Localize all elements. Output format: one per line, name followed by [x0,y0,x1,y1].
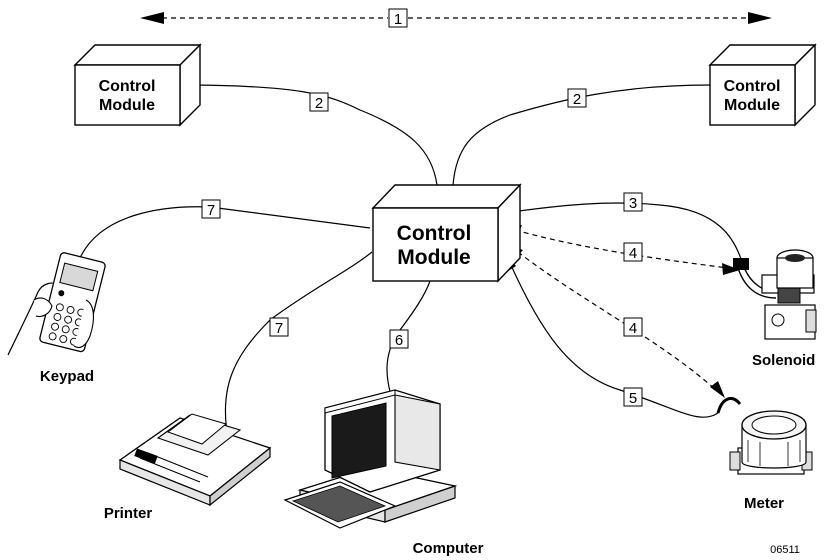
keypad-icon [7,252,106,356]
callout-number: 2 [573,91,581,108]
module-title-line1: Control [724,78,781,95]
callout-3: 3 [623,192,643,212]
callout-number: 2 [315,95,323,112]
module-title-line1: Control [99,78,156,95]
computer-icon [283,389,458,529]
callout-6: 6 [389,329,409,349]
printer-label: Printer [104,505,153,522]
callout-7-printer: 7 [269,317,289,337]
range-arrow [140,12,772,24]
meter-label: Meter [744,495,784,512]
cable-solenoid-4 [514,229,729,269]
callout-5: 5 [623,387,643,407]
callout-4-meter: 4 [623,317,643,337]
module-title-line2: Module [99,97,155,114]
callout-number: 5 [629,390,637,407]
module-title-line2: Module [397,246,471,269]
callout-7-keypad: 7 [201,199,221,219]
control-module-left: Control Module [73,43,202,127]
control-module-center: Control Module [371,183,522,283]
callout-2-left: 2 [309,92,329,112]
callout-number: 6 [395,332,403,349]
callout-number: 4 [629,320,637,337]
solenoid-icon [733,249,817,340]
callout-1: 1 [388,8,408,28]
callout-2-right: 2 [567,88,587,108]
keypad-label: Keypad [40,368,94,385]
callout-number: 1 [394,11,402,28]
cable-meter-5 [509,262,719,418]
callout-4-solenoid: 4 [623,242,643,262]
cable-meter-4 [517,251,717,391]
figure-number: 06511 [770,544,800,556]
cable-solenoid-3 [504,202,743,263]
cable-right-module [452,84,711,186]
meter-icon [716,397,813,475]
module-title-line1: Control [397,222,472,245]
module-title-line2: Module [724,97,780,114]
printer-icon [118,413,272,507]
computer-label: Computer [413,540,484,557]
cable-keypad [79,206,371,259]
solenoid-label: Solenoid [752,352,815,369]
control-module-right: Control Module [708,43,817,127]
cable-left-module [179,84,438,186]
callout-number: 7 [207,202,215,219]
callout-number: 7 [275,320,283,337]
callout-number: 4 [629,245,637,262]
callout-number: 3 [629,195,637,212]
